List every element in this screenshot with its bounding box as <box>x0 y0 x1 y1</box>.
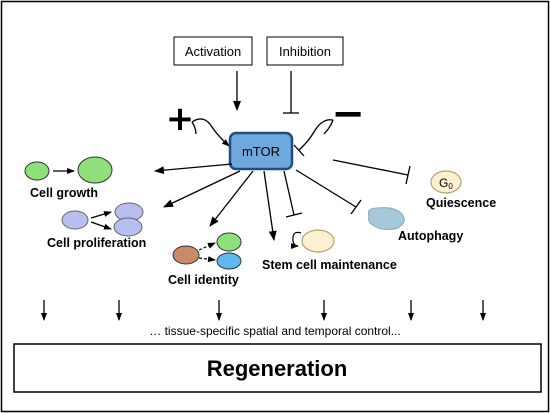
cell-growth-illustration <box>24 156 113 184</box>
plus-loop-arrow <box>191 118 230 147</box>
stem-cell <box>301 229 335 253</box>
daughter-cell-bottom <box>113 217 143 237</box>
arrow-to-cell-proliferation <box>163 170 241 208</box>
arrow-to-stem-cell-maintenance <box>263 170 277 241</box>
inhibition-box: Inhibition <box>266 36 344 66</box>
activation-label: Activation <box>185 44 241 59</box>
minus-sign: − <box>331 91 365 137</box>
parent-lavender-cell <box>61 210 89 230</box>
green-identity-cell <box>216 232 242 252</box>
plus-loop-tail <box>191 121 197 135</box>
large-green-cell <box>77 156 113 184</box>
blue-identity-cell <box>216 252 242 270</box>
arrow-to-cell-growth <box>154 163 233 175</box>
small-green-cell <box>24 161 50 181</box>
activation-box: Activation <box>173 36 253 66</box>
downward-arrows <box>41 300 486 321</box>
stem-cell-illustration <box>290 229 335 253</box>
g0-label: G0 <box>439 176 453 191</box>
control-text: … tissue-specific spatial and temporal c… <box>149 324 400 338</box>
cell-growth-label: Cell growth <box>30 186 98 200</box>
cell-identity-illustration <box>172 232 242 270</box>
minus-loop-bar <box>293 119 334 157</box>
mtor-label: mTOR <box>242 144 280 159</box>
inhibit-autophagy <box>295 169 362 215</box>
cell-identity-label: Cell identity <box>168 273 239 287</box>
cell-proliferation-label: Cell proliferation <box>47 236 146 250</box>
stem-cell-maintenance-label: Stem cell maintenance <box>262 258 397 272</box>
inhibit-stem-cell <box>283 170 303 218</box>
g0-cell <box>430 170 462 194</box>
brown-cell <box>172 245 200 265</box>
inhibition-bar <box>283 71 299 114</box>
quiescence-label: Quiescence <box>426 196 496 210</box>
plus-sign: + <box>166 99 195 139</box>
cell-proliferation-illustration <box>61 202 144 237</box>
autophagy-illustration <box>367 207 405 231</box>
autophagy-blob <box>367 207 405 231</box>
mtor-hub: mTOR <box>228 131 294 171</box>
autophagy-label: Autophagy <box>398 229 463 243</box>
arrow-to-cell-identity <box>209 170 254 227</box>
regeneration-box: Regeneration <box>13 343 542 393</box>
inhibition-label: Inhibition <box>279 44 331 59</box>
regeneration-label: Regeneration <box>207 356 348 381</box>
inhibit-quiescence <box>332 159 411 185</box>
quiescence-illustration: G0 <box>430 170 462 194</box>
